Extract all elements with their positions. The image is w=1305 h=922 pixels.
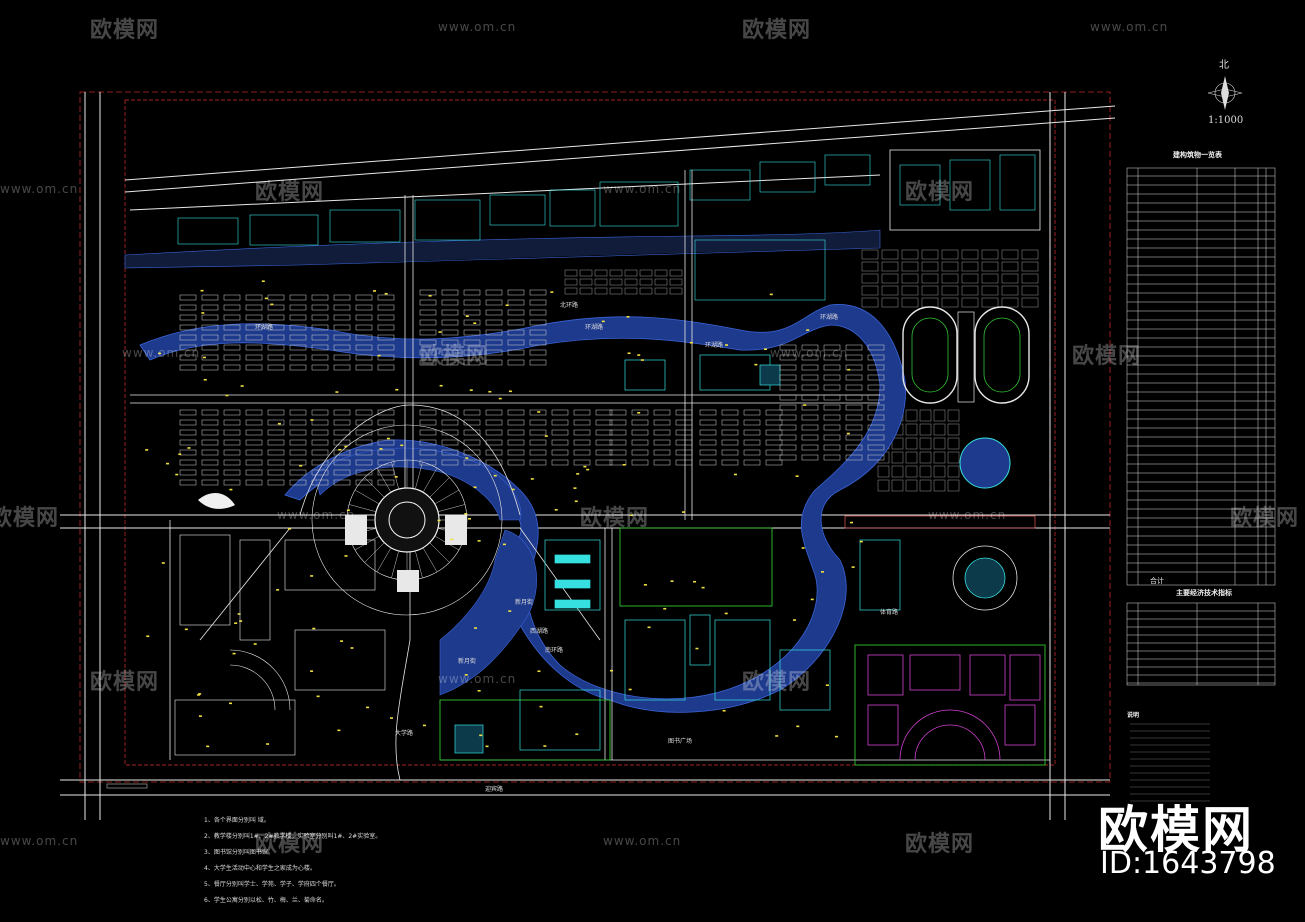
ne-compound [889, 149, 1041, 231]
watermark-url: www.om.cn [277, 508, 356, 522]
watermark-url: www.om.cn [603, 182, 682, 196]
landscape-feature [198, 493, 235, 509]
design-notes: 1、各个界面分别叫 域。 2、教学楼分别叫1#、2#教学楼，实验室分别叫1#、2… [204, 813, 381, 909]
watermark-brand: 欧模网 [1230, 506, 1300, 531]
road-label: 环湖路 [820, 314, 839, 321]
plaza-lake [314, 447, 522, 521]
site-boundary [79, 91, 1111, 783]
watermark-brand: 欧模网 [1072, 344, 1142, 369]
watermark-brand: 欧模网 [580, 506, 650, 531]
scale-label: 1:1000 [1208, 115, 1244, 126]
watermark-url: www.om.cn [603, 834, 682, 848]
academic-buildings [454, 354, 901, 754]
schedule-tables [1126, 167, 1276, 802]
road-label: 西湖路 [530, 628, 549, 635]
road-label: 新月街 [515, 599, 534, 606]
watermark-brand: 欧模网 [255, 832, 325, 857]
notes-heading: 说明 [1127, 712, 1140, 719]
watermark-url: www.om.cn [438, 672, 517, 686]
annotation-marks [145, 280, 863, 748]
west-lake [439, 529, 537, 696]
road-label: 图书广场 [668, 738, 693, 745]
resource-id: ID:1643798 [1100, 846, 1276, 881]
watermark-brand: 欧模网 [0, 506, 60, 531]
watermark-brand: 欧模网 [420, 344, 490, 369]
road-label: 环湖路 [585, 324, 604, 331]
road-label: 北环路 [560, 302, 579, 309]
watermark-url: www.om.cn [1090, 20, 1169, 34]
north-arrow [1207, 76, 1243, 110]
watermark-brand: 欧模网 [255, 180, 325, 205]
note-line: 1、各个界面分别叫 域。 [204, 817, 270, 824]
road-label: 南环路 [545, 647, 564, 654]
central-plaza [311, 424, 503, 616]
watermark-url: www.om.cn [0, 834, 79, 848]
note-line: 3、图书馆分别叫图书馆。 [204, 849, 274, 856]
table1-footer: 合计 [1150, 577, 1164, 585]
watermark-url: www.om.cn [438, 20, 517, 34]
watermark-brand: 欧模网 [905, 832, 975, 857]
note-line: 2、教学楼分别叫1#、2#教学楼，实验室分别叫1#、2#实验室。 [204, 833, 382, 840]
watermark-brand: 欧模网 [742, 670, 812, 695]
watermark-url: www.om.cn [0, 182, 79, 196]
note-line: 5、餐厅分别叫学士、学苑、学子、学府四个餐厅。 [204, 881, 340, 888]
west-buildings [174, 534, 386, 756]
watermark-brand: 欧模网 [90, 18, 160, 43]
watermark-brand: 欧模网 [742, 18, 812, 43]
brand-logo-text: 欧模网 [1098, 801, 1254, 859]
table1-title: 建构筑物一览表 [1173, 151, 1222, 159]
green-zones [439, 527, 1046, 766]
se-reserved-block [867, 654, 1041, 761]
central-lake [139, 304, 906, 713]
north-housing [177, 154, 871, 301]
north-label: 北 [1219, 60, 1229, 71]
sports-fields [844, 306, 1036, 611]
watermark-url: www.om.cn [928, 508, 1007, 522]
campus-boundary [124, 99, 1056, 766]
road-label: 环湖路 [705, 342, 724, 349]
residential-clusters [179, 289, 885, 486]
watermark-url: www.om.cn [122, 346, 201, 360]
scale-bar [106, 783, 148, 789]
road-label: 环湖路 [255, 324, 274, 331]
road-label: 体育路 [880, 609, 899, 616]
watermark-brand: 欧模网 [90, 670, 160, 695]
note-line: 6、学生公寓分别以松、竹、梅、兰、菊命名。 [204, 897, 328, 904]
watermark-url: www.om.cn [770, 346, 849, 360]
road-label: 新月街 [458, 658, 477, 665]
road-label: 大学路 [395, 730, 414, 737]
table2-title: 主要经济技术指标 [1176, 589, 1232, 597]
watermark-brand: 欧模网 [905, 180, 975, 205]
road-label: 迎宾路 [485, 786, 504, 793]
note-line: 4、大学生活动中心和学生之家成为心楼。 [204, 865, 316, 872]
